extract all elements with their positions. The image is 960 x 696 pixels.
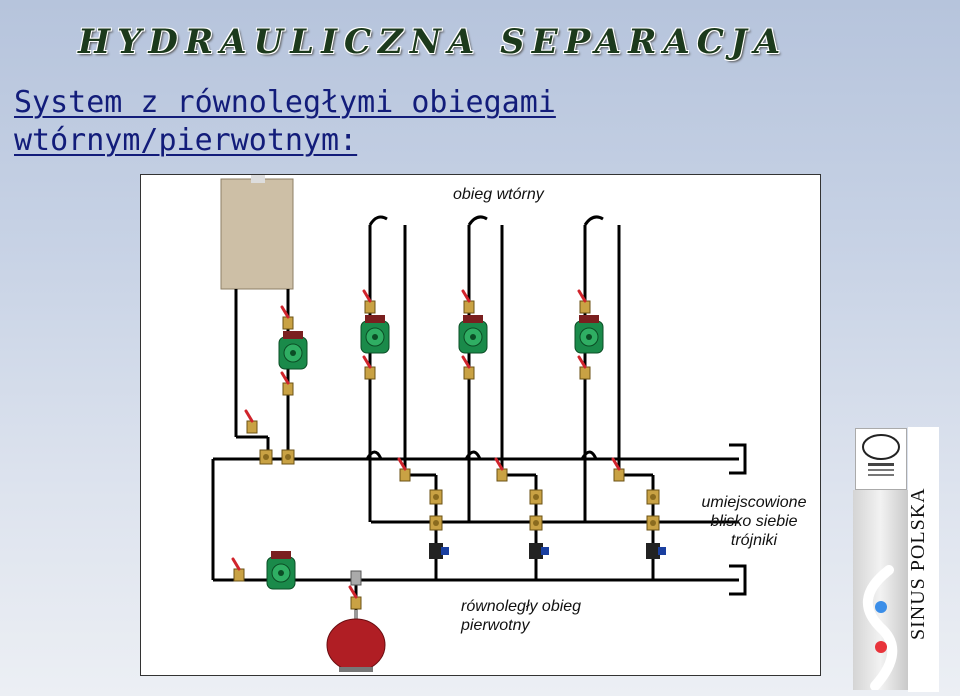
boiler-unit: [220, 175, 294, 290]
hydraulic-diagram: obieg wtórny umiejscowione blisko siebie…: [140, 174, 821, 676]
air-vent: [350, 570, 362, 586]
boiler-pump: [278, 330, 308, 370]
primary-pump: [266, 550, 296, 590]
tees-label-line-2: blisko siebie: [710, 513, 798, 530]
sinus-s-logo-icon: [853, 490, 908, 691]
company-name: SINUS POLSKA: [907, 487, 930, 640]
slide-subtitle: System z równoległymi obiegami wtórnym/p…: [14, 84, 556, 160]
expansion-vessel: [326, 610, 386, 672]
primary-label-line-2: pierwotny: [461, 617, 530, 634]
secondary-circuit-label: obieg wtórny: [453, 186, 544, 203]
circuit-pump-3: [574, 314, 604, 354]
subtitle-line-1: System z równoległymi obiegami: [14, 85, 556, 120]
tees-label-line-1: umiejscowione: [701, 494, 807, 511]
slide-title: HYDRAULICZNA SEPARACJA: [78, 22, 788, 62]
subtitle-line-2: wtórnym/pierwotnym:: [14, 123, 358, 158]
tees-label-line-3: trójniki: [730, 532, 778, 549]
circuit-pump-1: [360, 314, 390, 354]
tuv-certificate-icon: [855, 428, 907, 490]
primary-label-line-1: równoległy obieg: [461, 598, 582, 615]
circuit-pump-2: [458, 314, 488, 354]
primary-circuit-label: równoległy obieg pierwotny: [461, 597, 581, 635]
piping-schematic: [211, 175, 747, 672]
brand-panel: [908, 427, 939, 692]
tees-label: umiejscowione blisko siebie trójniki: [689, 493, 819, 550]
